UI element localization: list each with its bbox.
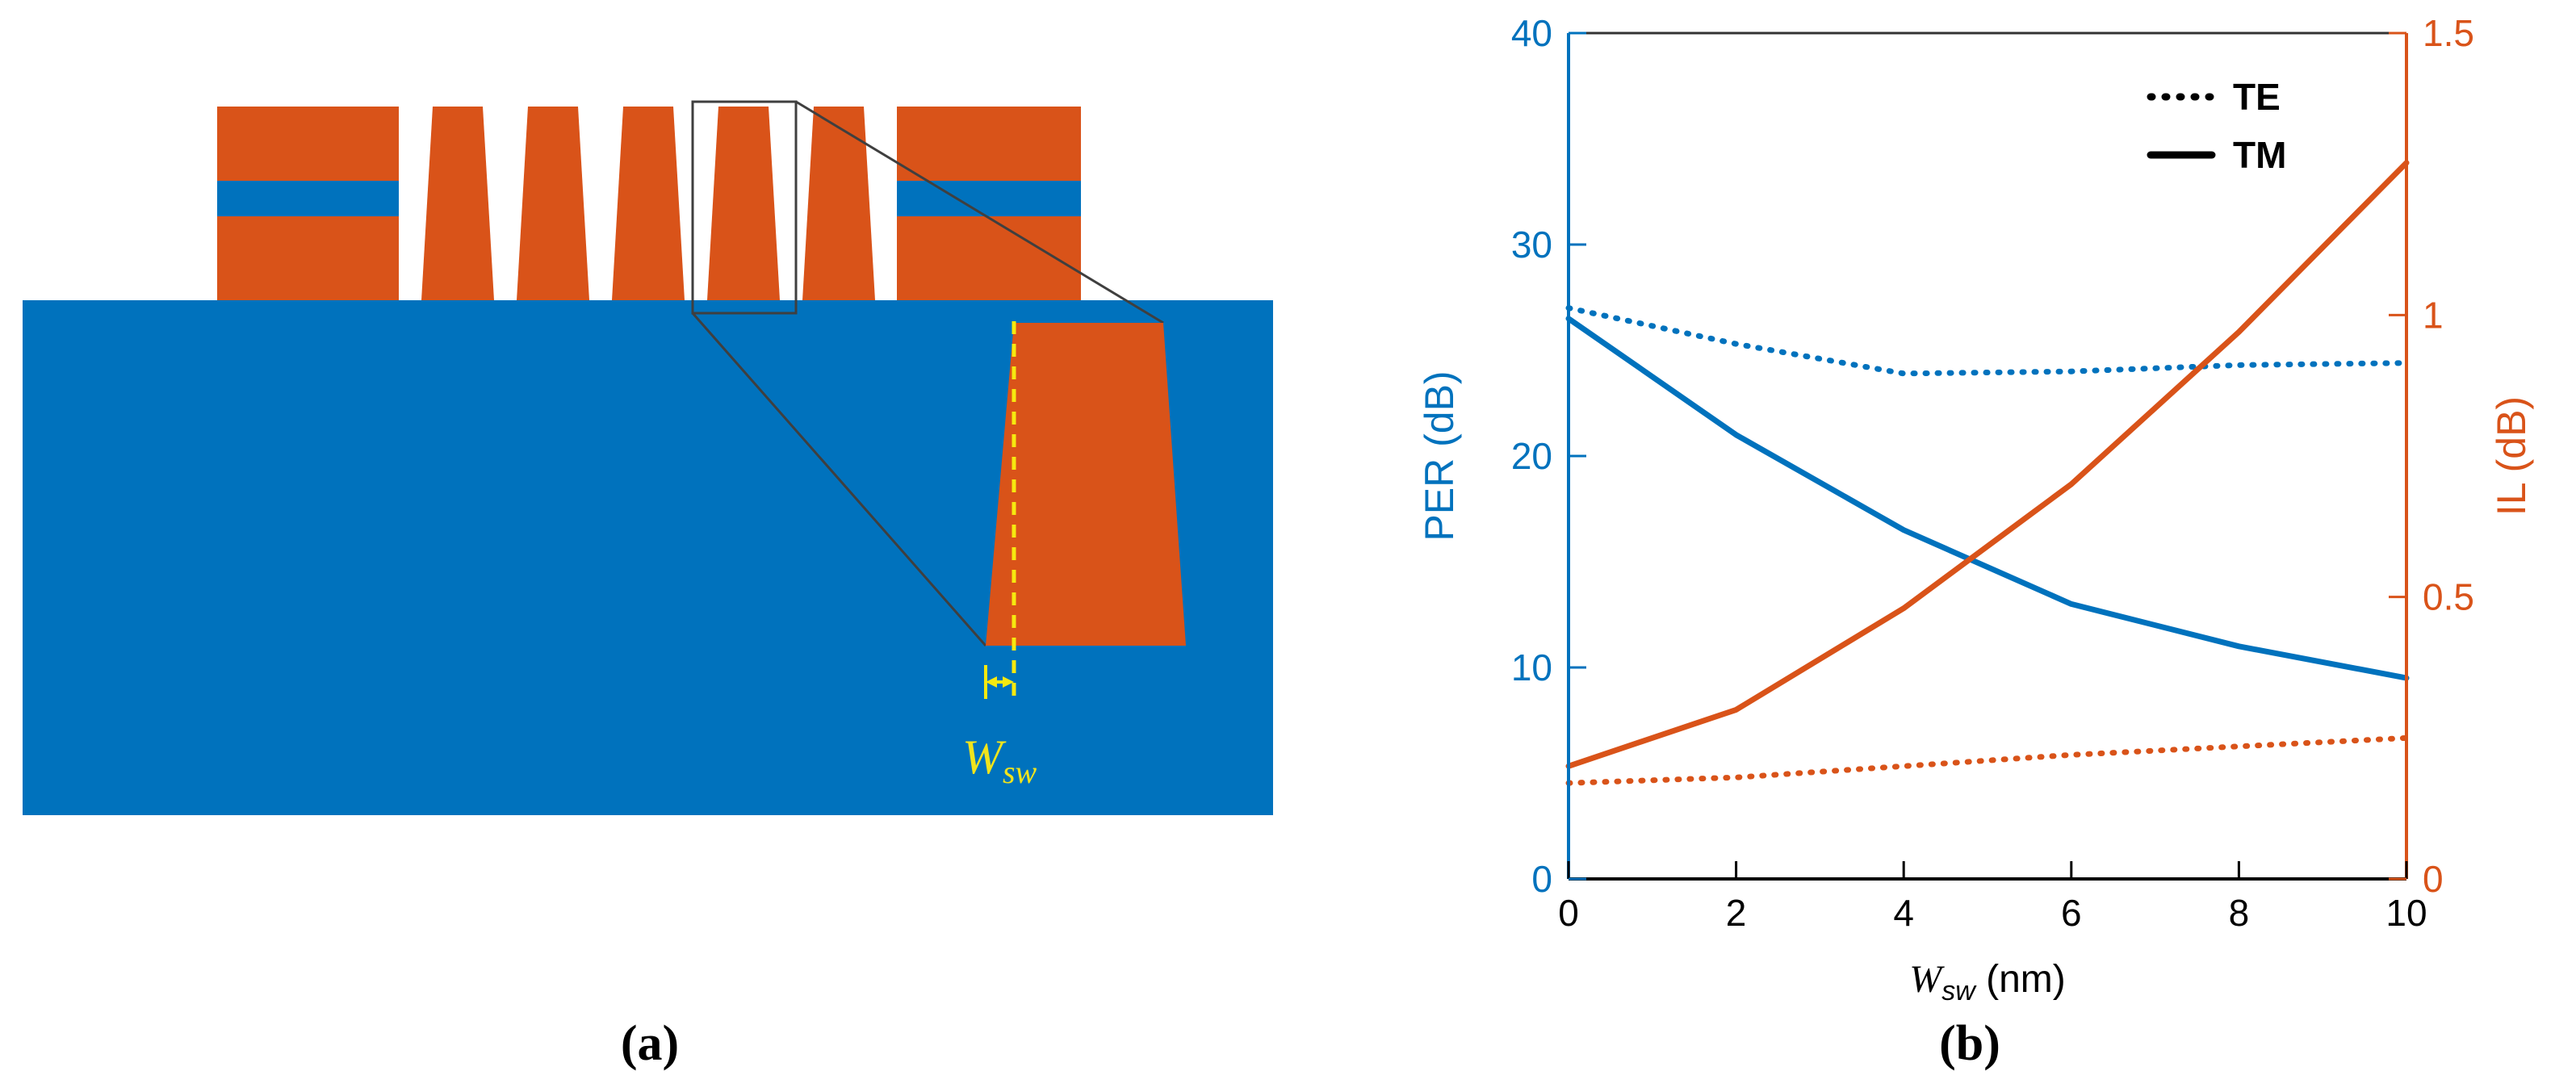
wsw-arrowhead-left <box>986 676 997 688</box>
y-axis-label-left: PER (dB) <box>1417 370 1462 541</box>
chart-series-per-tm <box>1565 316 2410 681</box>
block-right-mid-layer <box>897 181 1081 216</box>
block-left-bottom-layer <box>217 216 399 300</box>
legend-label-tm: TM <box>2233 134 2286 176</box>
y-left-tick-label: 30 <box>1511 224 1552 266</box>
grating-tooth-2 <box>517 107 589 300</box>
x-tick-label: 4 <box>1893 892 1914 934</box>
wsw-label: Wsw <box>962 730 1037 790</box>
panel-a-figure: Wsw <box>23 100 1273 815</box>
y-left-tick-label: 40 <box>1511 12 1552 54</box>
y-axis-label-right: IL (dB) <box>2489 396 2534 516</box>
y-right-tick-label: 0 <box>2423 858 2444 900</box>
x-tick-label: 0 <box>1558 892 1579 934</box>
wsw-label-symbol: W <box>962 730 1007 784</box>
x-axis-label: Wsw (nm) <box>1909 958 2066 1006</box>
y-right-tick-label: 1 <box>2423 294 2444 336</box>
chart-series-per-te <box>1565 305 2410 377</box>
waveguide-block-right <box>897 107 1081 300</box>
grating-tooth-5 <box>802 107 875 300</box>
block-left-top-layer <box>217 107 399 181</box>
y-right-tick-label: 0.5 <box>2423 576 2474 618</box>
block-right-bottom-layer <box>897 216 1081 300</box>
y-left-tick-label: 20 <box>1511 435 1552 477</box>
grating-tooth-3 <box>612 107 685 300</box>
x-tick-label: 10 <box>2385 892 2427 934</box>
y-left-tick-label: 10 <box>1511 646 1552 688</box>
block-left-mid-layer <box>217 181 399 216</box>
x-tick-label: 8 <box>2229 892 2250 934</box>
wsw-arrowhead-right <box>1003 676 1014 688</box>
panel-b-caption: (b) <box>1939 1016 2000 1071</box>
y-left-tick-label: 0 <box>1531 858 1552 900</box>
wsw-label-subscript: sw <box>1003 754 1037 790</box>
waveguide-block-left <box>217 107 399 300</box>
zoom-callout-line-top <box>795 100 1164 324</box>
grating-tooth-1 <box>421 107 494 300</box>
y-right-tick-label: 1.5 <box>2423 12 2474 54</box>
grating-tooth-4 <box>707 107 780 300</box>
zoom-box <box>691 100 798 315</box>
x-tick-label: 2 <box>1726 892 1747 934</box>
block-right-top-layer <box>897 107 1081 181</box>
chart-series-il-tm <box>1565 160 2410 769</box>
enlarged-tooth <box>986 323 1186 646</box>
legend-label-te: TE <box>2233 76 2281 118</box>
zoom-callout-line-bottom <box>691 312 987 646</box>
chart-series-il-te <box>1565 734 2410 786</box>
x-tick-label: 6 <box>2061 892 2082 934</box>
panel-a-caption: (a) <box>620 1016 680 1071</box>
